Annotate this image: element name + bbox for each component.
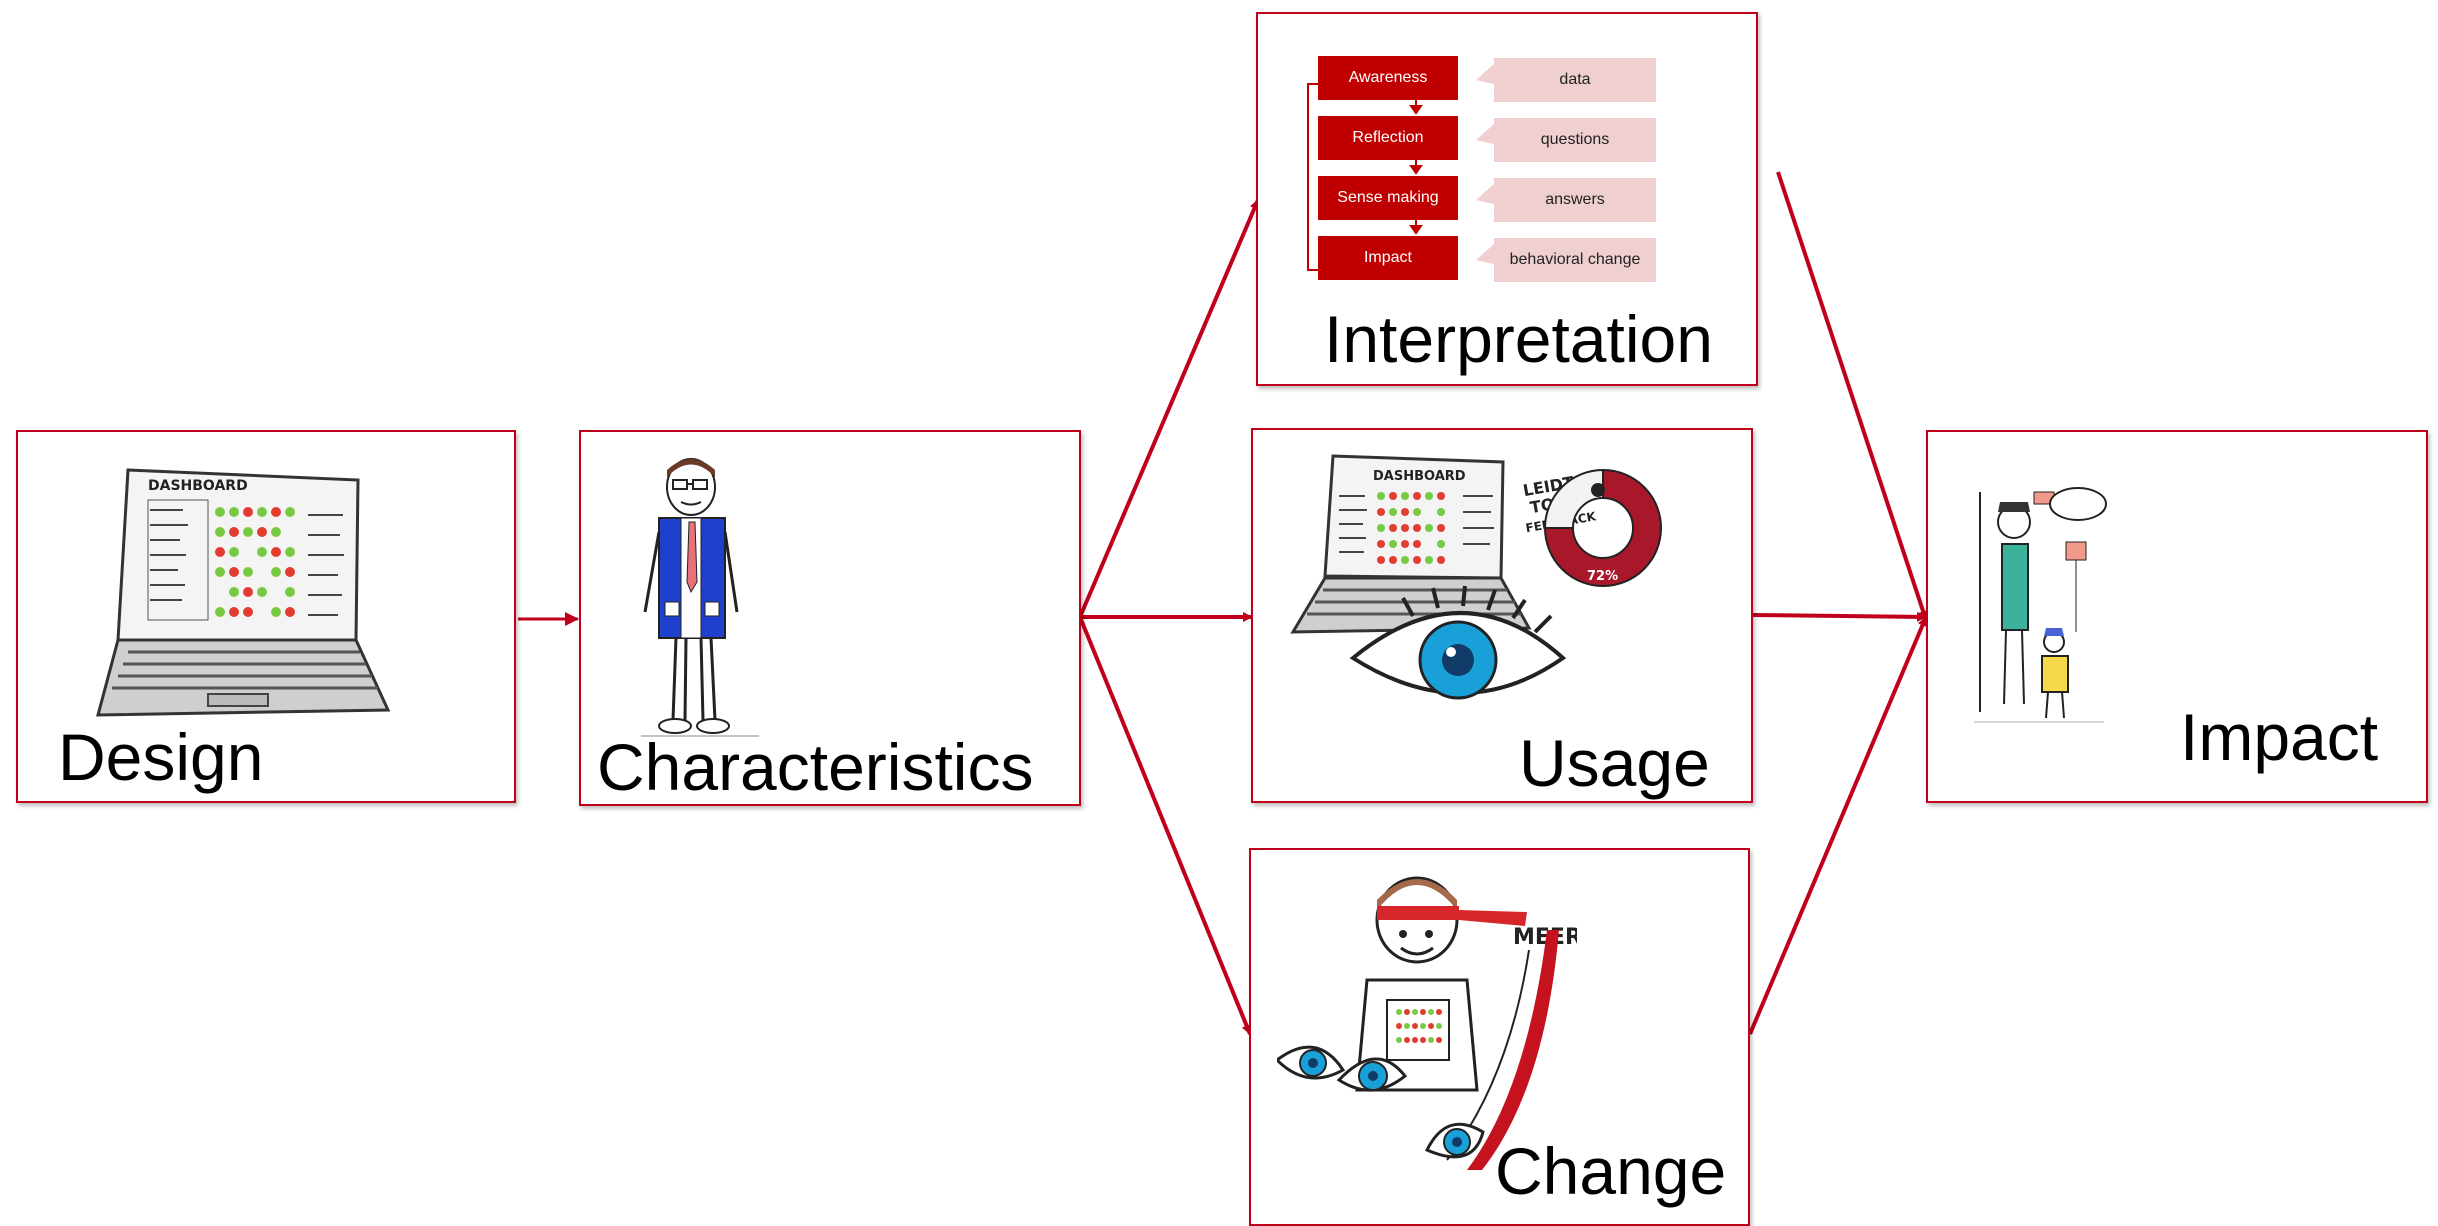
arrow-interpretation-impact xyxy=(1776,171,1928,621)
student-headband-illustration: MEER xyxy=(1277,876,1577,1170)
gauge-value: 72% xyxy=(1587,569,1618,584)
arrow-change-impact xyxy=(1748,616,1928,1035)
student-illustration xyxy=(641,458,759,737)
characteristics-label: Characteristics xyxy=(597,730,1034,804)
dashboard-sketch-title: DASHBOARD xyxy=(148,478,248,494)
note-pointers xyxy=(1476,64,1494,264)
usage-label: Usage xyxy=(1519,726,1710,800)
flow-connectors xyxy=(1409,96,1423,235)
usage-dashboard-title: DASHBOARD xyxy=(1373,469,1466,484)
interpretation-box: Awareness Reflection Sense making Impact… xyxy=(1256,12,1758,386)
arrow-characteristics-interpretation xyxy=(1078,199,1260,618)
flow-node-reflection: Reflection xyxy=(1318,116,1458,160)
usage-box: DASHBOARD xyxy=(1251,428,1753,803)
eye-icon-middle xyxy=(1336,1057,1408,1092)
interpretation-label: Interpretation xyxy=(1324,302,1713,376)
impact-label: Impact xyxy=(2180,700,2379,774)
design-label: Design xyxy=(58,720,264,794)
characteristics-box: Characteristics xyxy=(579,430,1081,806)
design-box: DASHBOARD xyxy=(16,430,516,803)
flow-node-awareness: Awareness xyxy=(1318,56,1458,100)
flow-note-questions: questions xyxy=(1494,118,1656,162)
dashboard-dot-grid xyxy=(215,507,295,617)
laptop-dashboard-illustration: DASHBOARD xyxy=(96,468,391,717)
flow-note-behavioral-change: behavioral change xyxy=(1494,238,1656,282)
eye-icon-left xyxy=(1277,1045,1346,1080)
flow-note-answers: answers xyxy=(1494,178,1656,222)
flow-node-impact: Impact xyxy=(1318,236,1458,280)
eye-dashboard-illustration: DASHBOARD xyxy=(1290,454,1662,700)
flow-note-data: data xyxy=(1494,58,1656,102)
arrow-usage-impact xyxy=(1752,611,1927,622)
change-label: Change xyxy=(1495,1134,1727,1208)
change-box: MEER xyxy=(1249,848,1750,1226)
arrow-characteristics-change xyxy=(1078,616,1252,1035)
eye-icon-bottom xyxy=(1424,1122,1485,1159)
flow-node-sense-making: Sense making xyxy=(1318,176,1458,220)
students-impact-illustration xyxy=(1974,487,2107,723)
feedback-gauge-icon: 72% xyxy=(1543,468,1662,587)
impact-box: Impact xyxy=(1926,430,2428,803)
